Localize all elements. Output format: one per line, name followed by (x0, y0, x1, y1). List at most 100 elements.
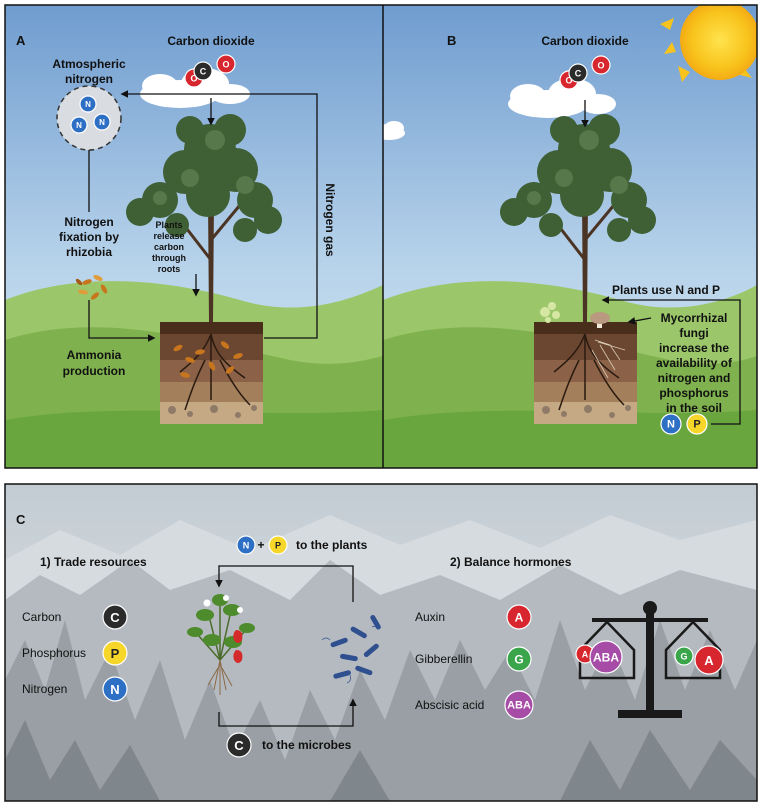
nitrogen-atom-label: N (99, 118, 105, 127)
co2-label-b: Carbon dioxide (541, 34, 629, 48)
to-microbes-label: to the microbes (262, 738, 352, 752)
soil-profile (534, 322, 637, 424)
hormones-title: 2) Balance hormones (450, 555, 572, 569)
mycorrhiza-label: availability of (656, 356, 733, 370)
microbes-icon (321, 614, 381, 684)
panel-c-letter: C (16, 512, 26, 527)
oxygen-atom-label: O (222, 60, 229, 70)
strawberry-plant-icon (187, 594, 255, 695)
phosphorus-atom-label: P (275, 541, 281, 551)
panel-b (383, 5, 757, 468)
atmospheric-nitrogen-label: nitrogen (65, 72, 113, 86)
resource-atom-label: C (110, 610, 120, 625)
mycorrhiza-label: Mycorrhizal (661, 311, 728, 325)
panel-c-border (4, 483, 758, 802)
ammonia-label: Ammonia (67, 348, 122, 362)
mycorrhiza-label: fungi (679, 326, 708, 340)
nitrogen-cluster (56, 85, 122, 151)
panel-c-arrows (215, 565, 357, 727)
sun-icon (660, 5, 757, 82)
nitrogen-atom-label: N (667, 419, 675, 431)
carbon-atom-label: C (234, 738, 244, 753)
hormone-atom: G (506, 646, 532, 672)
soil-profile (160, 322, 263, 424)
panel-c (5, 484, 757, 801)
mycorrhiza-label: phosphorus (659, 386, 729, 400)
to-microbes-arrow (218, 698, 357, 727)
gibberellin-atom: G (674, 646, 694, 666)
hormone-atom-label: ABA (507, 700, 531, 712)
trade-title: 1) Trade resources (40, 555, 147, 569)
phosphorus-atom: P (268, 535, 288, 555)
release-label: roots (158, 264, 181, 274)
mycorrhiza-label: nitrogen and (658, 371, 731, 385)
mushroom-icon (590, 312, 610, 328)
oxygen-atom-label: O (597, 61, 604, 71)
nitrogen-atom: N (79, 95, 97, 113)
release-label: release (153, 231, 184, 241)
tree (126, 114, 282, 322)
nitrogen-atom-label: N (85, 100, 91, 109)
oxygen-atom-label: O (565, 76, 572, 86)
auxin-atom-label: A (582, 650, 589, 660)
resource-atom: C (102, 604, 128, 630)
phosphorus-atom: P (686, 413, 708, 435)
mountains (5, 720, 757, 801)
auxin-atom: A (694, 645, 724, 675)
hormone-atom: ABA (504, 690, 534, 720)
mycorrhizal-hyphae (591, 339, 626, 379)
rhizobia-icon (75, 275, 108, 300)
co2-label-a: Carbon dioxide (167, 34, 255, 48)
nitrogen-atom-label: N (243, 541, 250, 551)
ammonia-arrow (88, 300, 156, 342)
hill (5, 410, 383, 468)
nitrogen-atom-label: N (76, 121, 82, 130)
hormone-atom: A (506, 604, 532, 630)
nitrogen-gas-label: Nitrogen gas (323, 183, 337, 257)
oxygen-atom: O (591, 55, 611, 75)
plants-use-label: Plants use N and P (612, 283, 720, 297)
nitrogen-atom: N (236, 535, 256, 555)
nitrogen-atom: N (70, 116, 88, 134)
resource-label: Carbon (22, 610, 61, 624)
hormone-label: Auxin (415, 610, 445, 624)
resource-atom-label: N (110, 682, 119, 697)
resource-label: Phosphorus (22, 646, 86, 660)
gibberellin-atom-label: G (680, 652, 687, 662)
panel-a-arrows (88, 90, 318, 342)
release-label: carbon (154, 242, 184, 252)
panel-b-arrows (581, 100, 741, 425)
hormone-labels: Auxin A Gibberellin G Abscisic acid ABA (415, 604, 534, 720)
plants-use-arrow (601, 296, 741, 425)
tree (500, 114, 656, 322)
oxygen-atom-label: O (190, 74, 197, 84)
carbon-atom: C (193, 61, 213, 81)
resource-atom: P (102, 640, 128, 666)
hormone-label: Abscisic acid (415, 698, 484, 712)
nitrogen-atom: N (660, 413, 682, 435)
carbon-atom: C (568, 63, 588, 83)
fixation-label: Nitrogen (64, 215, 113, 229)
hormone-label: Gibberellin (415, 652, 472, 666)
mountains (5, 620, 757, 801)
resource-atom-label: P (111, 646, 120, 661)
aba-atom: ABA (589, 640, 623, 674)
small-plant-icon (540, 302, 560, 323)
aba-atom-label: ABA (593, 651, 619, 665)
plus-sign: + (257, 538, 264, 552)
ammonia-label: production (63, 364, 126, 378)
atmospheric-nitrogen-label: Atmospheric (52, 57, 126, 71)
panel-a-letter: A (16, 33, 26, 48)
to-plants-arrow (215, 565, 354, 602)
panel-ab-border (4, 4, 758, 469)
rhizobia-in-soil (173, 341, 243, 378)
mycorrhiza-arrow (627, 317, 652, 325)
mycorrhiza-label: increase the (659, 341, 729, 355)
nitrogen-atom: N (93, 113, 111, 131)
oxygen-atom: O (216, 54, 236, 74)
release-label: through (152, 253, 186, 263)
release-label: Plants (155, 220, 182, 230)
